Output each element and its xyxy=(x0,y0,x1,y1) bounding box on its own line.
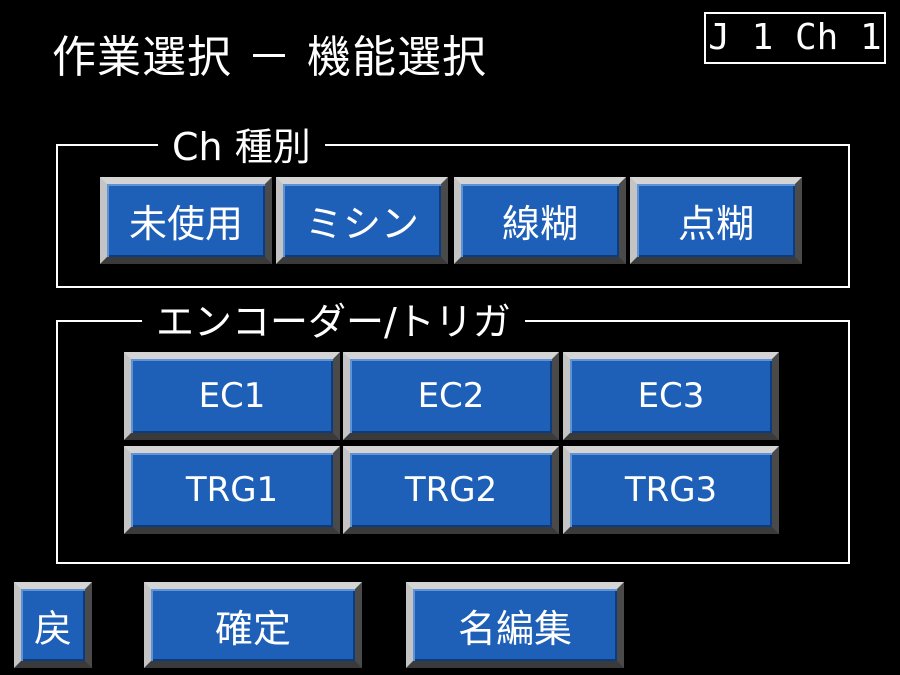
encoder-ec3-button[interactable]: EC3 xyxy=(563,352,779,440)
trigger-trg1-button[interactable]: TRG1 xyxy=(124,446,340,534)
back-button[interactable]: 戻 xyxy=(14,582,92,668)
ch-type-unused-button[interactable]: 未使用 xyxy=(100,177,272,264)
encoder-ec2-button[interactable]: EC2 xyxy=(343,352,559,440)
page-title: 作業選択 － 機能選択 xyxy=(52,32,487,83)
channel-indicator: J 1 Ch 1 xyxy=(704,12,886,64)
trigger-trg3-button[interactable]: TRG3 xyxy=(563,446,779,534)
encoder-trigger-legend: エンコーダー/トリガ xyxy=(142,300,525,344)
confirm-button[interactable]: 確定 xyxy=(144,582,362,668)
ch-type-line-glue-button[interactable]: 線糊 xyxy=(454,177,626,264)
ch-type-sewing-button[interactable]: ミシン xyxy=(276,177,448,264)
encoder-ec1-button[interactable]: EC1 xyxy=(124,352,340,440)
rename-button[interactable]: 名編集 xyxy=(406,582,624,668)
ch-type-dot-glue-button[interactable]: 点糊 xyxy=(630,177,802,264)
ch-type-group xyxy=(56,144,850,288)
ch-type-legend: Ch 種別 xyxy=(158,125,325,169)
trigger-trg2-button[interactable]: TRG2 xyxy=(343,446,559,534)
